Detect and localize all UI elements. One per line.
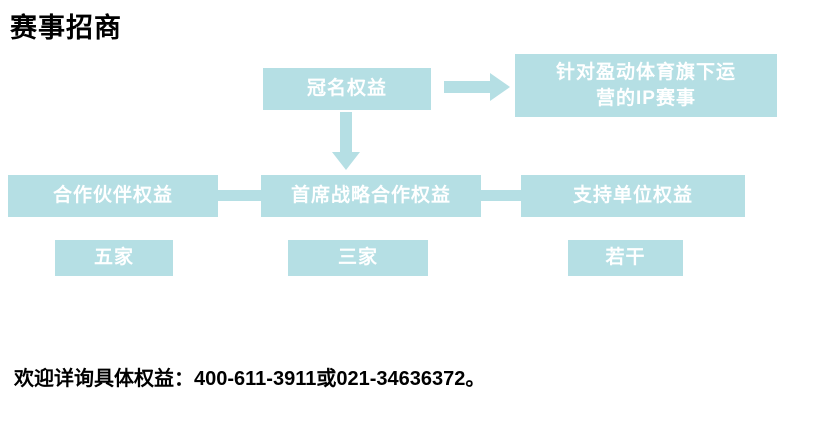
node-support-unit-rights: 支持单位权益 (521, 175, 745, 217)
node-ip-events: 针对盈动体育旗下运营的IP赛事 (515, 54, 777, 117)
node-support-count: 若干 (568, 240, 683, 276)
node-partner-rights: 合作伙伴权益 (8, 175, 218, 217)
right-arrow-icon (444, 81, 490, 93)
page-title: 赛事招商 (10, 13, 122, 43)
down-arrow-head-icon (332, 152, 360, 170)
connector-right (481, 190, 521, 201)
node-chief-strategic-rights: 首席战略合作权益 (261, 175, 481, 217)
node-chief-count: 三家 (288, 240, 428, 276)
node-partner-count: 五家 (55, 240, 173, 276)
down-arrow-icon (340, 112, 352, 152)
contact-line: 欢迎详询具体权益：400-611-3911或021-34636372。 (14, 368, 486, 390)
connector-left (218, 190, 261, 201)
node-naming-rights: 冠名权益 (263, 68, 431, 110)
right-arrow-head-icon (490, 73, 510, 101)
